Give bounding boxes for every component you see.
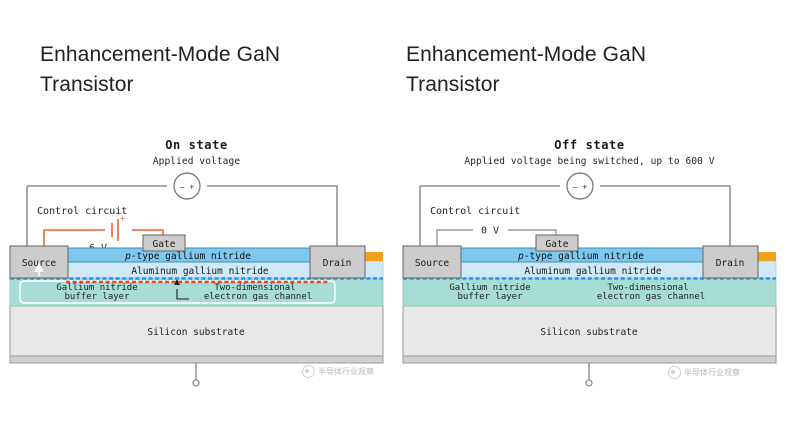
control-circuit-label-off: Control circuit bbox=[430, 206, 520, 217]
twodeg-leader-line-on bbox=[176, 289, 189, 300]
layer-label-gan-buffer-on-l2: buffer layer bbox=[64, 292, 130, 302]
backside-metal-on bbox=[9, 355, 384, 364]
figure-off-state: Off state Applied voltage being switched… bbox=[393, 138, 786, 396]
diagram-on-state: .mono{font-family:"DejaVu Sans Mono","Li… bbox=[9, 172, 384, 387]
wechat-logo-icon bbox=[302, 365, 315, 378]
layer-silicon-substrate-off bbox=[402, 305, 777, 357]
main-circuit-wire-off bbox=[419, 185, 731, 252]
twodeg-arrow-head-on bbox=[174, 279, 180, 285]
figure-title-on: On state bbox=[165, 138, 228, 152]
substrate-terminal-node-off bbox=[585, 379, 593, 387]
twodeg-label-on-l2: electron gas channel bbox=[204, 292, 312, 302]
source-block-off bbox=[402, 245, 462, 279]
page-title-right: Enhancement-Mode GaN Transistor bbox=[406, 40, 726, 100]
page-title-right-line1: Enhancement-Mode GaN bbox=[406, 43, 647, 66]
source-label-off: Source bbox=[415, 258, 450, 269]
layer-label-gan-buffer-off-l2: buffer layer bbox=[457, 292, 523, 302]
voltage-source-polarity: – + bbox=[180, 183, 195, 192]
voltage-source-icon bbox=[173, 172, 201, 200]
watermark-text-left: 半导体行业观察 bbox=[318, 367, 374, 376]
battery-plus-sign: + bbox=[120, 214, 125, 223]
substrate-terminal-node-on bbox=[192, 379, 200, 387]
drain-block-on bbox=[309, 245, 366, 279]
diagram-off-state: – + Control circuit 0 V Silicon substrat… bbox=[402, 172, 777, 387]
figure-on-state: On state Applied voltage .mono{font-fami… bbox=[0, 138, 393, 396]
watermark-right: 半导体行业观察 bbox=[668, 366, 740, 379]
layer-label-pgan-on: p-type gallium nitride bbox=[124, 251, 251, 262]
watermark-text-right: 半导体行业观察 bbox=[684, 368, 740, 377]
voltage-source-polarity-off: – + bbox=[573, 183, 588, 192]
twodeg-label-off-l1: Two-dimensional bbox=[607, 283, 688, 293]
drain-label-off: Drain bbox=[716, 258, 745, 269]
gate-voltage-value-off: 0 V bbox=[481, 226, 499, 237]
drain-label-on: Drain bbox=[323, 258, 352, 269]
layer-gan-buffer-off bbox=[402, 277, 777, 307]
layer-label-pgan-off: p-type gallium nitride bbox=[517, 251, 644, 262]
twodeg-label-on-l1: Two-dimensional bbox=[214, 283, 295, 293]
figure-subtitle-off: Applied voltage being switched, up to 60… bbox=[464, 156, 715, 167]
backside-metal-off bbox=[402, 355, 777, 364]
layer-label-algan-off: Aluminum gallium nitride bbox=[524, 266, 662, 277]
gate-label-on: Gate bbox=[153, 239, 176, 250]
slide-on-state: Enhancement-Mode GaN Transistor On state… bbox=[0, 40, 393, 396]
page-title-left: Enhancement-Mode GaN Transistor bbox=[40, 40, 360, 100]
page-title-left-line2: Transistor bbox=[40, 72, 134, 96]
layer-label-silicon-on: Silicon substrate bbox=[147, 327, 245, 338]
gate-label-off: Gate bbox=[546, 239, 569, 250]
main-circuit-wire bbox=[26, 185, 338, 252]
gate-block-off bbox=[535, 234, 579, 252]
wechat-logo-icon bbox=[668, 366, 681, 379]
layer-label-algan-on: Aluminum gallium nitride bbox=[131, 266, 269, 277]
page-title-right-line2: Transistor bbox=[406, 72, 500, 96]
layer-silicon-substrate-on bbox=[9, 305, 384, 357]
watermark-left: 半导体行业观察 bbox=[302, 365, 374, 378]
figure-subtitle-on: Applied voltage bbox=[152, 156, 241, 167]
drain-block-off bbox=[702, 245, 759, 279]
voltage-source-icon-off bbox=[566, 172, 594, 200]
twodeg-label-off-l2: electron gas channel bbox=[597, 292, 705, 302]
control-circuit-label-on: Control circuit bbox=[37, 206, 127, 217]
layer-label-silicon-off: Silicon substrate bbox=[540, 327, 638, 338]
layer-label-gan-buffer-on-l1: Gallium nitride bbox=[56, 283, 137, 293]
gate-block-on bbox=[142, 234, 186, 252]
layer-label-gan-buffer-off-l1: Gallium nitride bbox=[449, 283, 530, 293]
slide-off-state: Enhancement-Mode GaN Transistor Off stat… bbox=[393, 0, 786, 421]
electron-flow-arrow-on bbox=[34, 262, 44, 276]
page-title-left-line1: Enhancement-Mode GaN bbox=[40, 43, 281, 66]
figure-title-off: Off state bbox=[554, 138, 625, 152]
